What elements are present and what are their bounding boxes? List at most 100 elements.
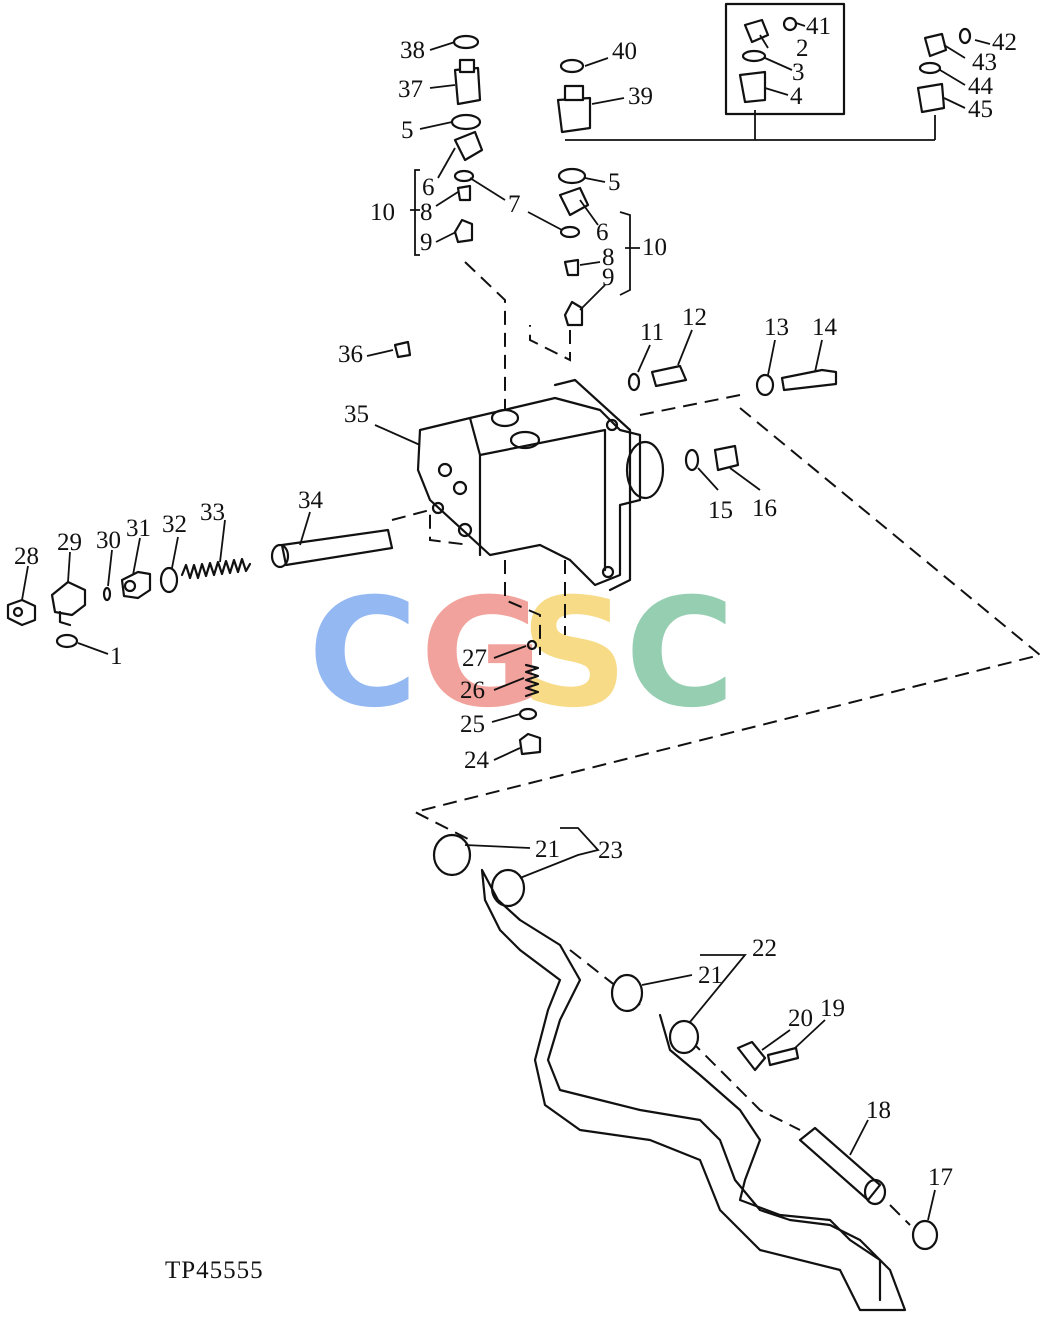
fitting-39	[556, 84, 592, 134]
callout-43: 43	[972, 49, 997, 76]
callout-21b: 21	[698, 962, 723, 989]
plug-6a	[453, 130, 484, 162]
callout-24: 24	[464, 747, 490, 774]
callout-25: 25	[460, 711, 485, 738]
callout-21a: 21	[535, 836, 560, 863]
parts	[6, 2, 972, 1312]
callout-16: 16	[752, 495, 777, 522]
tee-fitting-29	[50, 580, 87, 627]
watermark-letter-4: C	[625, 567, 735, 741]
plug-36	[393, 340, 412, 359]
callout-10b: 10	[642, 234, 667, 261]
ball-27	[526, 639, 538, 651]
o-ring-1	[55, 633, 79, 649]
spring-26	[524, 663, 540, 698]
callout-29: 29	[57, 529, 82, 556]
pin-8b	[563, 258, 580, 277]
figure-code: TP45555	[165, 1257, 264, 1284]
fitting-28	[6, 598, 37, 627]
callout-40: 40	[612, 38, 637, 65]
callout-37: 37	[398, 76, 423, 103]
callout-10a: 10	[370, 199, 395, 226]
callout-26: 26	[460, 677, 485, 704]
watermark-letter-3: S	[520, 567, 628, 741]
callout-6b: 6	[596, 219, 609, 246]
shaft-18	[798, 1126, 887, 1206]
plug-6b	[558, 186, 590, 217]
fitting-2	[743, 18, 770, 44]
fitting-kit-box	[724, 2, 846, 116]
seat-9a	[453, 218, 474, 244]
callout-9a: 9	[420, 229, 433, 256]
plug-24	[518, 732, 542, 756]
callouts: 1 2 3 4 5 5 6 6 7 8 8 9 9 10 10 11 12 13…	[14, 13, 1017, 1191]
o-ring-7b	[559, 225, 581, 239]
o-ring-38	[452, 34, 480, 50]
bolt-14	[780, 368, 838, 392]
callout-11: 11	[640, 319, 664, 346]
callout-8a: 8	[420, 199, 433, 226]
elbow-4	[738, 70, 767, 104]
watermark: C G S C	[308, 567, 735, 741]
watermark-letter-1: C	[308, 567, 418, 741]
callout-13: 13	[764, 314, 789, 341]
o-ring-3	[741, 49, 767, 63]
o-ring-5a	[450, 113, 482, 131]
callout-38: 38	[400, 37, 425, 64]
pedal-assembly-22	[610, 973, 882, 1302]
callout-8b: 8	[602, 244, 615, 271]
callout-28: 28	[14, 543, 39, 570]
callout-14: 14	[812, 314, 838, 341]
callout-17: 17	[928, 1164, 953, 1191]
elbow-45	[916, 82, 946, 114]
callout-30: 30	[96, 527, 121, 554]
fitting-43	[923, 32, 948, 58]
washer-13	[755, 373, 775, 397]
washer-30	[102, 586, 112, 602]
callout-12: 12	[682, 304, 707, 331]
callout-5b: 5	[608, 169, 621, 196]
callout-34: 34	[298, 487, 324, 514]
o-ring-44	[918, 61, 942, 75]
leader-lines	[21, 22, 991, 1221]
o-ring-42	[958, 27, 972, 45]
callout-41: 41	[806, 13, 831, 40]
callout-42: 42	[992, 29, 1017, 56]
assembly-lines	[391, 110, 1042, 1226]
callout-18: 18	[866, 1097, 891, 1124]
callout-2: 2	[796, 35, 809, 62]
callout-15: 15	[708, 497, 733, 524]
callout-33: 33	[200, 499, 225, 526]
o-ring-7a	[453, 169, 475, 183]
callout-27: 27	[462, 645, 487, 672]
callout-5a: 5	[401, 117, 414, 144]
callout-22: 22	[752, 935, 777, 962]
callout-32: 32	[162, 511, 187, 538]
valve-body	[416, 378, 665, 592]
spool	[270, 528, 394, 569]
o-ring-41	[782, 16, 798, 32]
screw-12	[650, 364, 688, 388]
callout-9b: 9	[602, 264, 615, 291]
fitting-37	[453, 58, 482, 106]
watermark-letter-2: G	[420, 567, 543, 741]
o-ring-15	[684, 448, 700, 472]
callout-36: 36	[338, 341, 363, 368]
callout-1: 1	[110, 643, 123, 670]
callout-44: 44	[968, 73, 994, 100]
o-ring-40	[559, 58, 585, 74]
clip-17	[911, 1219, 939, 1251]
pin-19	[766, 1046, 800, 1067]
seat-9b	[563, 300, 584, 327]
pedal-assembly-23	[432, 833, 907, 1312]
callout-19: 19	[820, 995, 845, 1022]
bracket-20	[736, 1040, 767, 1072]
callout-31: 31	[126, 515, 151, 542]
callout-39: 39	[628, 83, 653, 110]
o-ring-5b	[557, 167, 587, 185]
callout-35: 35	[344, 401, 369, 428]
spring-33	[180, 557, 252, 580]
bushing-16	[713, 444, 740, 472]
plug-31	[120, 570, 152, 600]
